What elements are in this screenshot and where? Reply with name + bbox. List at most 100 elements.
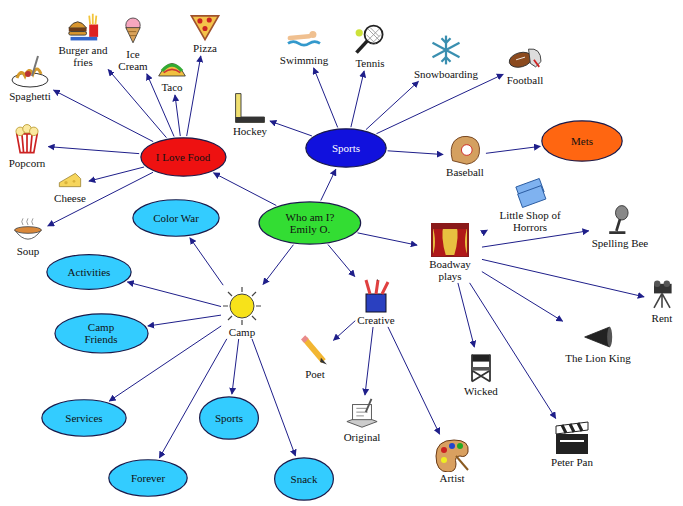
node-label: Ice Cream <box>112 48 154 72</box>
clipart-icon <box>578 322 618 352</box>
clipart-icon <box>352 23 388 57</box>
node-label: Sports <box>332 142 360 154</box>
node-label: Activities <box>68 266 111 278</box>
arrow-connector <box>458 283 474 347</box>
node-label: Artist <box>438 472 465 484</box>
clipart-icon <box>222 286 262 326</box>
arrow-connector <box>190 238 223 285</box>
node-label: Tennis <box>354 57 385 69</box>
node-label: The Lion King <box>564 352 631 364</box>
arrow-connector <box>366 81 418 129</box>
clipart-icon <box>505 42 545 74</box>
node-label: Pizza <box>192 42 218 54</box>
clipart-icon <box>63 12 103 44</box>
node-label: Peter Pan <box>550 456 594 468</box>
node-label: Services <box>65 412 102 424</box>
icon-topic: Peter Pan <box>550 420 594 468</box>
clipart-icon <box>188 10 222 42</box>
clipart-icon <box>152 51 192 81</box>
icon-topic: Burger and fries <box>57 12 109 68</box>
node-label: Who am I? Emily O. <box>277 211 343 235</box>
clipart-icon <box>463 349 499 385</box>
topic-oval: Sports <box>305 128 387 168</box>
clipart-icon <box>552 420 592 456</box>
arrow-connector <box>148 315 221 326</box>
arrow-connector <box>365 327 373 395</box>
topic-oval: Camp Friends <box>54 313 149 354</box>
icon-topic: Tennis <box>352 23 388 69</box>
node-label: Snack <box>291 473 318 485</box>
icon-topic: Cheese <box>53 168 87 204</box>
clipart-icon <box>447 134 483 166</box>
clipart-icon <box>432 436 472 472</box>
topic-oval: Services <box>41 399 127 437</box>
arrow-connector <box>376 74 503 133</box>
node-label: Burger and fries <box>57 44 109 68</box>
topic-oval: Snack <box>274 457 334 501</box>
icon-topic: Boadway plays <box>419 222 481 282</box>
node-label: Spelling Bee <box>591 237 650 249</box>
clipart-icon <box>298 334 332 368</box>
clipart-icon <box>430 222 470 258</box>
icon-topic: Snowboarding <box>413 32 479 80</box>
icon-topic: Wicked <box>463 349 499 397</box>
arrow-connector <box>263 245 293 285</box>
clipart-icon <box>10 54 50 90</box>
node-label: Cheese <box>53 192 87 204</box>
arrow-connector <box>482 231 589 247</box>
clipart-icon <box>646 278 678 312</box>
icon-topic: Spelling Bee <box>591 203 650 249</box>
icon-topic: Ice Cream <box>112 12 154 72</box>
clipart-icon <box>10 121 44 157</box>
clipart-icon <box>232 91 268 125</box>
node-label: Hockey <box>232 125 268 137</box>
node-label: I Love Food <box>156 151 210 163</box>
icon-topic: Rent <box>646 278 678 324</box>
node-label: Mets <box>571 135 593 147</box>
topic-oval: Forever <box>108 459 188 497</box>
node-label: Camp <box>228 326 256 338</box>
topic-oval: Sports <box>199 396 259 440</box>
clipart-icon <box>602 203 638 237</box>
arrow-connector <box>108 70 166 138</box>
icon-topic: Swimming <box>279 22 329 66</box>
clipart-icon <box>428 32 464 68</box>
topic-oval: I Love Food <box>140 137 227 177</box>
icon-topic: Popcorn <box>8 121 47 169</box>
node-label: Forever <box>131 472 165 484</box>
node-label: Original <box>343 431 382 443</box>
arrow-connector <box>54 90 154 141</box>
clipart-icon <box>10 215 46 245</box>
topic-oval: Who am I? Emily O. <box>258 201 362 245</box>
node-label: Popcorn <box>8 157 47 169</box>
node-label: Spaghetti <box>8 90 52 102</box>
node-label: Sports <box>215 412 243 424</box>
arrow-connector <box>89 167 144 181</box>
clipart-icon <box>356 278 396 314</box>
topic-oval: Activities <box>46 254 132 290</box>
node-label: Taco <box>160 81 183 93</box>
arrow-connector <box>351 71 364 127</box>
icon-topic: The Lion King <box>564 322 631 364</box>
icon-topic: Taco <box>152 51 192 93</box>
arrow-connector <box>333 321 355 341</box>
arrow-connector <box>358 233 417 245</box>
node-label: Baseball <box>445 166 485 178</box>
arrow-connector <box>48 147 139 154</box>
node-label: Snowboarding <box>413 68 479 80</box>
node-label: Little Shop of Horrors <box>489 209 571 233</box>
icon-topic: Spaghetti <box>8 54 52 102</box>
icon-topic: Poet <box>298 334 332 380</box>
arrow-connector <box>482 230 487 233</box>
arrow-connector <box>388 151 443 155</box>
icon-topic: Creative <box>356 278 396 326</box>
node-label: Color War <box>153 212 199 224</box>
topic-oval: Mets <box>541 120 623 162</box>
arrow-connector <box>321 169 336 200</box>
node-label: Swimming <box>279 54 329 66</box>
clipart-icon <box>342 397 382 431</box>
arrow-connector <box>187 56 201 136</box>
icon-topic: Artist <box>432 436 472 484</box>
node-label: Poet <box>304 368 326 380</box>
node-label: Boadway plays <box>419 258 481 282</box>
